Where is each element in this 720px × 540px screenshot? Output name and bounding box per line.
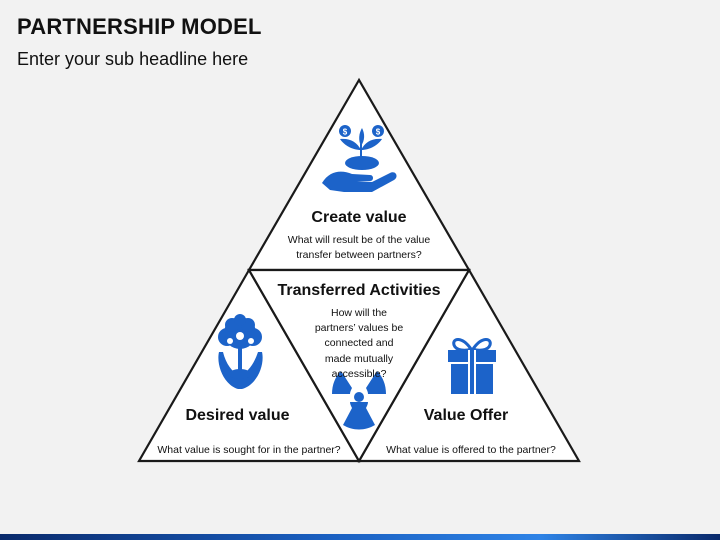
tree-in-hands-icon (218, 314, 263, 389)
transferred-activities-heading: Transferred Activities (277, 282, 441, 299)
transferred-activities-desc-line: How will the (330, 307, 388, 319)
transferred-activities-desc-line: accessible? (331, 367, 387, 380)
footer-accent-bar (0, 534, 720, 540)
desired-value-description: What value is sought for in the partner? (157, 444, 341, 456)
value-offer-description: What value is offered to the partner? (386, 444, 556, 456)
hazard-symbol-icon (332, 371, 386, 430)
desired-value-heading: Desired value (185, 407, 290, 424)
page-subtitle: Enter your sub headline here (17, 49, 249, 69)
gift-box-icon (448, 338, 496, 394)
value-offer-heading: Value Offer (423, 407, 509, 424)
svg-text:$: $ (376, 128, 381, 137)
create-value-desc-line: What will result be of the value (287, 234, 431, 246)
create-value-description: What will result be of the value transfe… (259, 233, 459, 263)
transferred-activities-desc-line: partners’ values be (314, 322, 404, 335)
transferred-activities-triangle (247, 268, 471, 464)
page-title: PARTNERSHIP MODEL (17, 14, 262, 39)
transferred-activities-description: How will the partners’ values be connect… (299, 306, 419, 382)
create-value-desc-line: transfer between partners? (296, 249, 422, 262)
transferred-activities-desc-line: made mutually (324, 352, 394, 365)
svg-text:$: $ (343, 128, 348, 137)
plant-in-hand-icon: $ $ (322, 125, 397, 192)
transferred-activities-desc-line: connected and (324, 337, 394, 350)
create-value-heading: Create value (311, 209, 407, 226)
